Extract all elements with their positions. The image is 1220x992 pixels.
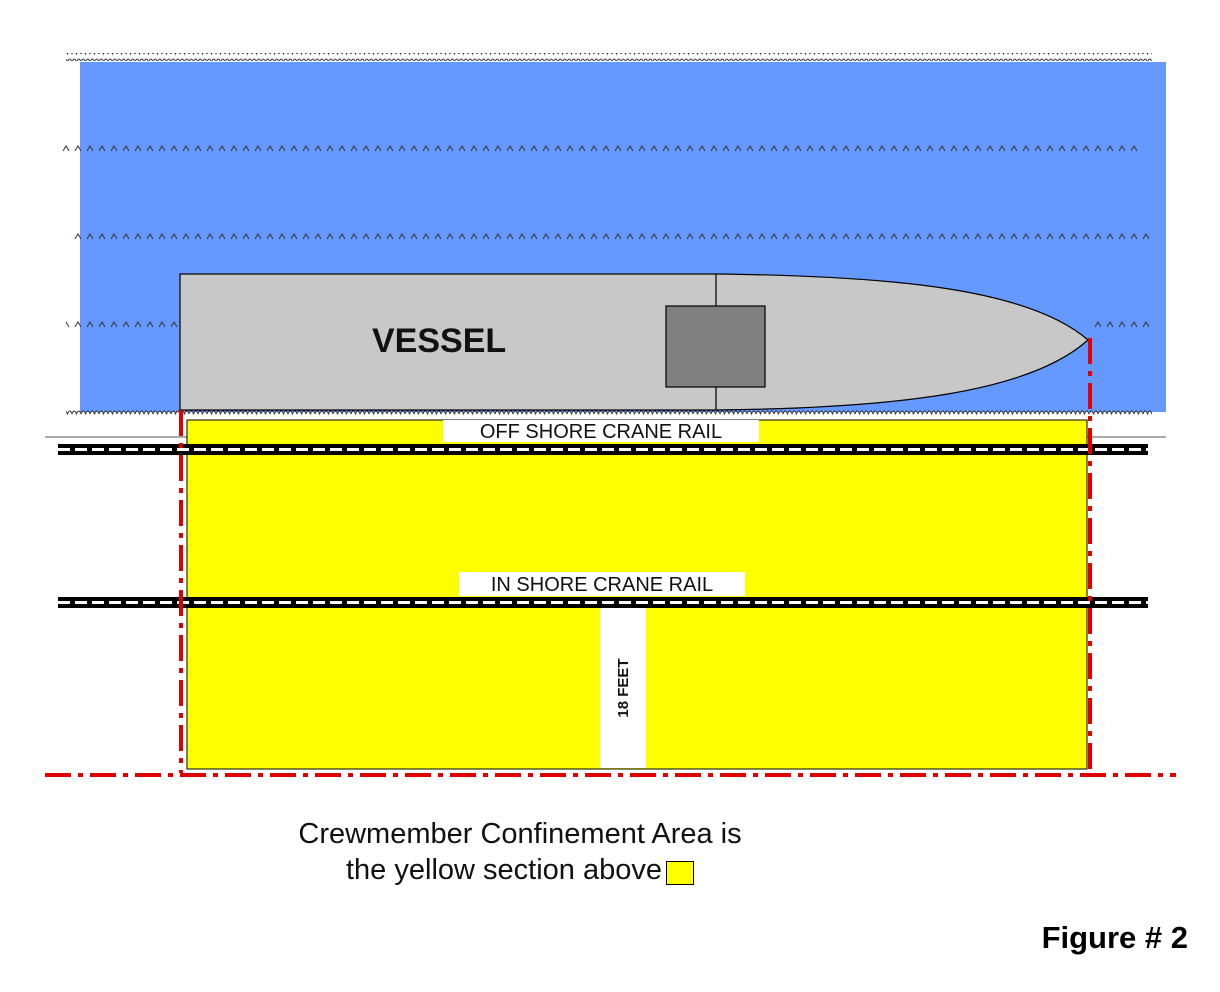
inshore-crane-rail xyxy=(58,597,1148,608)
vessel-label: VESSEL xyxy=(372,322,506,360)
figure-title: Figure # 2 xyxy=(1041,920,1188,955)
water-ripple-row-3 xyxy=(66,320,180,328)
caption-line-2-text: the yellow section above xyxy=(346,854,662,886)
dimension-label: 18 FEET xyxy=(615,658,632,717)
water-ripple-top xyxy=(66,53,1152,61)
offshore-crane-rail xyxy=(58,444,1148,455)
caption: Crewmember Confinement Area is the yello… xyxy=(180,816,860,888)
inshore-rail-label: IN SHORE CRANE RAIL xyxy=(491,574,713,596)
water-ripple-row-3-right xyxy=(1090,320,1150,328)
dimension-strip xyxy=(600,608,646,768)
water-ripple-row-1 xyxy=(62,145,1142,153)
water-ripple-row-2 xyxy=(72,233,1152,241)
caption-line-1: Crewmember Confinement Area is xyxy=(298,818,742,850)
caption-line-2: the yellow section above xyxy=(180,852,860,888)
offshore-rail-label: OFF SHORE CRANE RAIL xyxy=(480,421,722,443)
vessel-deckhouse xyxy=(665,305,766,388)
yellow-swatch xyxy=(665,861,694,886)
shore-ripple-line xyxy=(66,409,1152,417)
inshore-rail-label-bg xyxy=(459,572,745,596)
offshore-rail-label-bg xyxy=(443,420,759,442)
confinement-boundary xyxy=(45,338,1176,777)
vessel-hull xyxy=(179,273,1089,411)
